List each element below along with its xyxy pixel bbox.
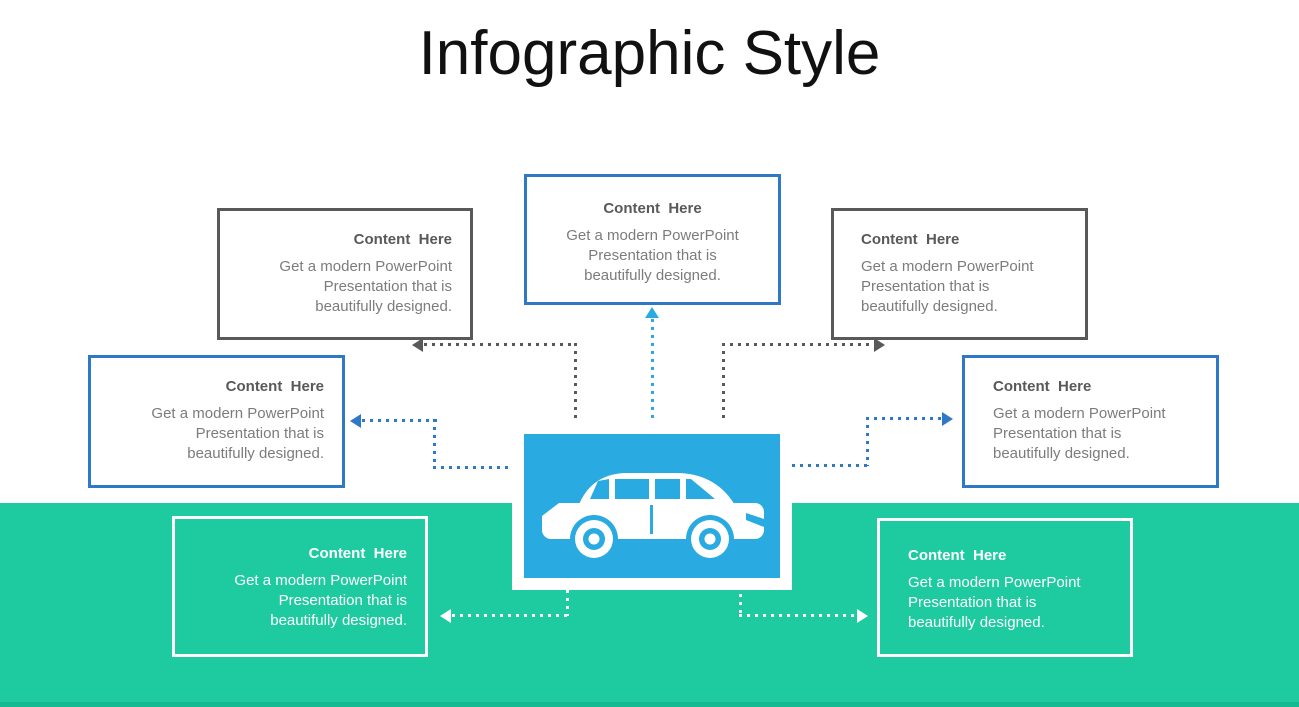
arrow-right-icon: [874, 338, 885, 352]
content-box-body: Get a modern PowerPoint Presentation tha…: [566, 227, 739, 284]
arrow-left-icon: [350, 414, 361, 428]
content-box-heading: Content Here: [603, 200, 702, 217]
connector-mid-left-h2: [433, 466, 512, 469]
content-box-body: Get a modern PowerPoint Presentation tha…: [234, 572, 407, 629]
connector-bottom-left-h: [452, 614, 570, 617]
connector-mid-left-v: [433, 419, 436, 468]
connector-top-center-v: [651, 319, 654, 422]
green-band-dark-strip: [0, 702, 1299, 707]
connector-mid-right-v: [866, 417, 869, 466]
content-box-body: Get a modern PowerPoint Presentation tha…: [151, 405, 324, 462]
connector-bottom-left-v: [566, 590, 569, 616]
connector-mid-right-h: [866, 417, 942, 420]
center-car-panel: [512, 422, 792, 590]
connector-mid-left-h: [362, 419, 437, 422]
content-box-heading: Content Here: [861, 231, 960, 248]
content-box-top-right: Content Here Get a modern PowerPoint Pre…: [831, 208, 1088, 340]
content-box-heading: Content Here: [993, 378, 1092, 395]
page-title: Infographic Style: [418, 19, 881, 88]
content-box-body: Get a modern PowerPoint Presentation tha…: [861, 258, 1034, 315]
content-box-mid-right: Content Here Get a modern PowerPoint Pre…: [962, 355, 1219, 488]
content-box-body: Get a modern PowerPoint Presentation tha…: [908, 574, 1081, 631]
arrow-right-icon: [942, 412, 953, 426]
arrow-left-icon: [412, 338, 423, 352]
connector-top-right-v: [722, 343, 725, 422]
content-box-body: Get a modern PowerPoint Presentation tha…: [279, 258, 452, 315]
arrow-up-icon: [645, 307, 659, 318]
connector-top-left-v: [574, 343, 577, 422]
content-box-heading: Content Here: [225, 378, 324, 395]
connector-mid-right-h2: [792, 464, 869, 467]
arrow-right-icon: [857, 609, 868, 623]
connector-bottom-right-h: [739, 614, 857, 617]
content-box-top-center: Content Here Get a modern PowerPoint Pre…: [524, 174, 781, 305]
content-box-bottom-left: Content Here Get a modern PowerPoint Pre…: [172, 516, 428, 657]
content-box-mid-left: Content Here Get a modern PowerPoint Pre…: [88, 355, 345, 488]
content-box-bottom-right: Content Here Get a modern PowerPoint Pre…: [877, 518, 1133, 657]
connector-top-right-h: [722, 343, 874, 346]
center-blue-rect: [524, 434, 780, 578]
connector-bottom-right-v: [739, 594, 742, 616]
content-box-heading: Content Here: [353, 231, 452, 248]
content-box-body: Get a modern PowerPoint Presentation tha…: [993, 405, 1166, 462]
arrow-left-icon: [440, 609, 451, 623]
content-box-heading: Content Here: [308, 545, 407, 562]
car-icon: [542, 473, 764, 563]
content-box-top-left: Content Here Get a modern PowerPoint Pre…: [217, 208, 473, 340]
connector-top-left-h: [424, 343, 577, 346]
content-box-heading: Content Here: [908, 547, 1007, 564]
